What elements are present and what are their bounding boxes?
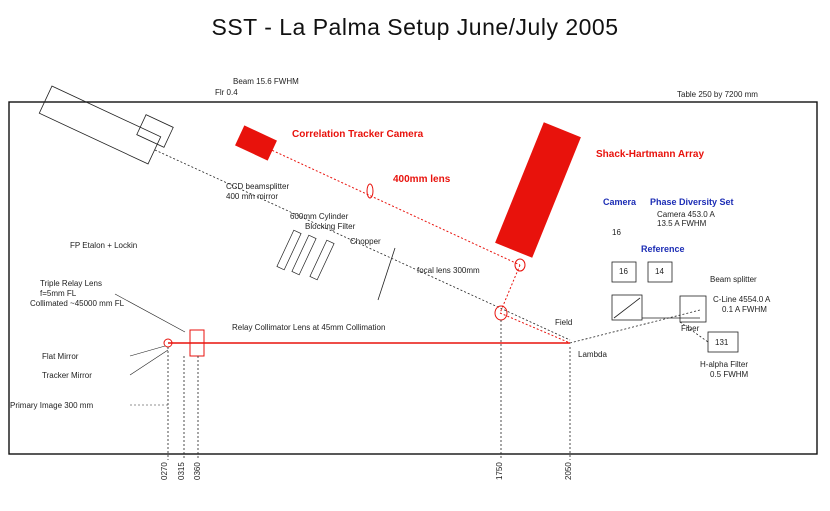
label-tracker-mirror: Tracker Mirror — [42, 371, 92, 380]
label-corr-top-2: Flr 0.4 — [215, 88, 238, 97]
beamsplitter-box — [611, 294, 643, 321]
label-fiber-cam-1: H-alpha Filter — [700, 360, 749, 369]
label-etalon: FP Etalon + Lockin — [70, 241, 138, 250]
tracker-beam — [264, 146, 521, 266]
box-131 — [707, 331, 739, 353]
sh-beam-2 — [499, 312, 571, 344]
tick-0270: 0270 — [160, 462, 169, 480]
fiber-box — [679, 295, 707, 323]
label-triple-3: Collimated ~45000 mm FL — [30, 299, 125, 308]
filter-a — [276, 229, 302, 271]
label-relay: Relay Collimator Lens at 45mm Collimatio… — [232, 323, 386, 332]
black-beam — [154, 149, 571, 341]
filter-c — [309, 239, 335, 281]
label-cline-1: C-Line 4554.0 A — [713, 295, 771, 304]
label-primary-image: Primary Image 300 mm — [10, 401, 94, 410]
label-131: 131 — [715, 338, 729, 347]
lens-400 — [366, 183, 374, 199]
label-camera: Camera — [603, 197, 637, 207]
shack-hartmann-array — [495, 122, 581, 258]
label-shack-hartmann: Shack-Hartmann Array — [596, 149, 705, 160]
beamsplitter-line — [613, 297, 641, 319]
sh-beam — [499, 264, 521, 314]
label-reference: Reference — [641, 244, 685, 254]
lens-sh — [514, 258, 526, 272]
diagram-title: SST - La Palma Setup June/July 2005 — [211, 14, 619, 40]
label-14: 14 — [655, 267, 664, 276]
label-16-top: 16 — [612, 228, 621, 237]
label-lens-400: 400mm lens — [393, 174, 451, 185]
tick-1750: 1750 — [495, 462, 504, 480]
label-correlation-tracker: Correlation Tracker Camera — [292, 129, 424, 140]
label-cline-2: 0.1 A FWHM — [722, 305, 767, 314]
label-cylinder-1: 600mm Cylinder — [290, 212, 349, 221]
etalon-line — [377, 247, 396, 301]
connector — [679, 321, 709, 343]
label-pd-1: Camera 453.0 A — [657, 210, 715, 219]
optical-table — [8, 101, 818, 455]
triple-relay — [189, 329, 205, 357]
filter-b — [291, 234, 317, 276]
label-fiber: Fiber — [681, 324, 700, 333]
label-table-size: Table 250 by 7200 mm — [677, 90, 758, 99]
tick-0360: 0360 — [193, 462, 202, 480]
label-pd-2: 13.5 A FWHM — [657, 219, 707, 228]
label-beam-splitter: Beam splitter — [710, 275, 757, 284]
label-phase-diversity: Phase Diversity Set — [650, 197, 734, 207]
label-beamsplitter-2: 400 mm mirror — [226, 192, 279, 201]
correlation-tracker-camera — [235, 125, 277, 161]
label-corr-top-1: Beam 15.6 FWHM — [233, 77, 299, 86]
label-flat-mirror: Flat Mirror — [42, 352, 79, 361]
label-cylinder-2: Blocking Filter — [305, 222, 356, 231]
tick-2050: 2050 — [564, 462, 573, 480]
tick-0315: 0315 — [177, 462, 186, 480]
box-14 — [647, 261, 673, 283]
camera-box — [136, 114, 174, 148]
label-triple-2: f=5mm FL — [40, 289, 77, 298]
label-triple-1: Triple Relay Lens — [40, 279, 102, 288]
instrument-box — [38, 85, 162, 165]
label-focal: focal lens 300mm — [417, 266, 480, 275]
label-fiber-cam-2: 0.5 FWHM — [710, 370, 749, 379]
label-lambda: Lambda — [578, 350, 607, 359]
label-field: Field — [555, 318, 573, 327]
label-chopper: Chopper — [350, 237, 381, 246]
label-beamsplitter-1: CCD beamsplitter — [226, 182, 290, 191]
box-16 — [611, 261, 637, 283]
label-16: 16 — [619, 267, 628, 276]
